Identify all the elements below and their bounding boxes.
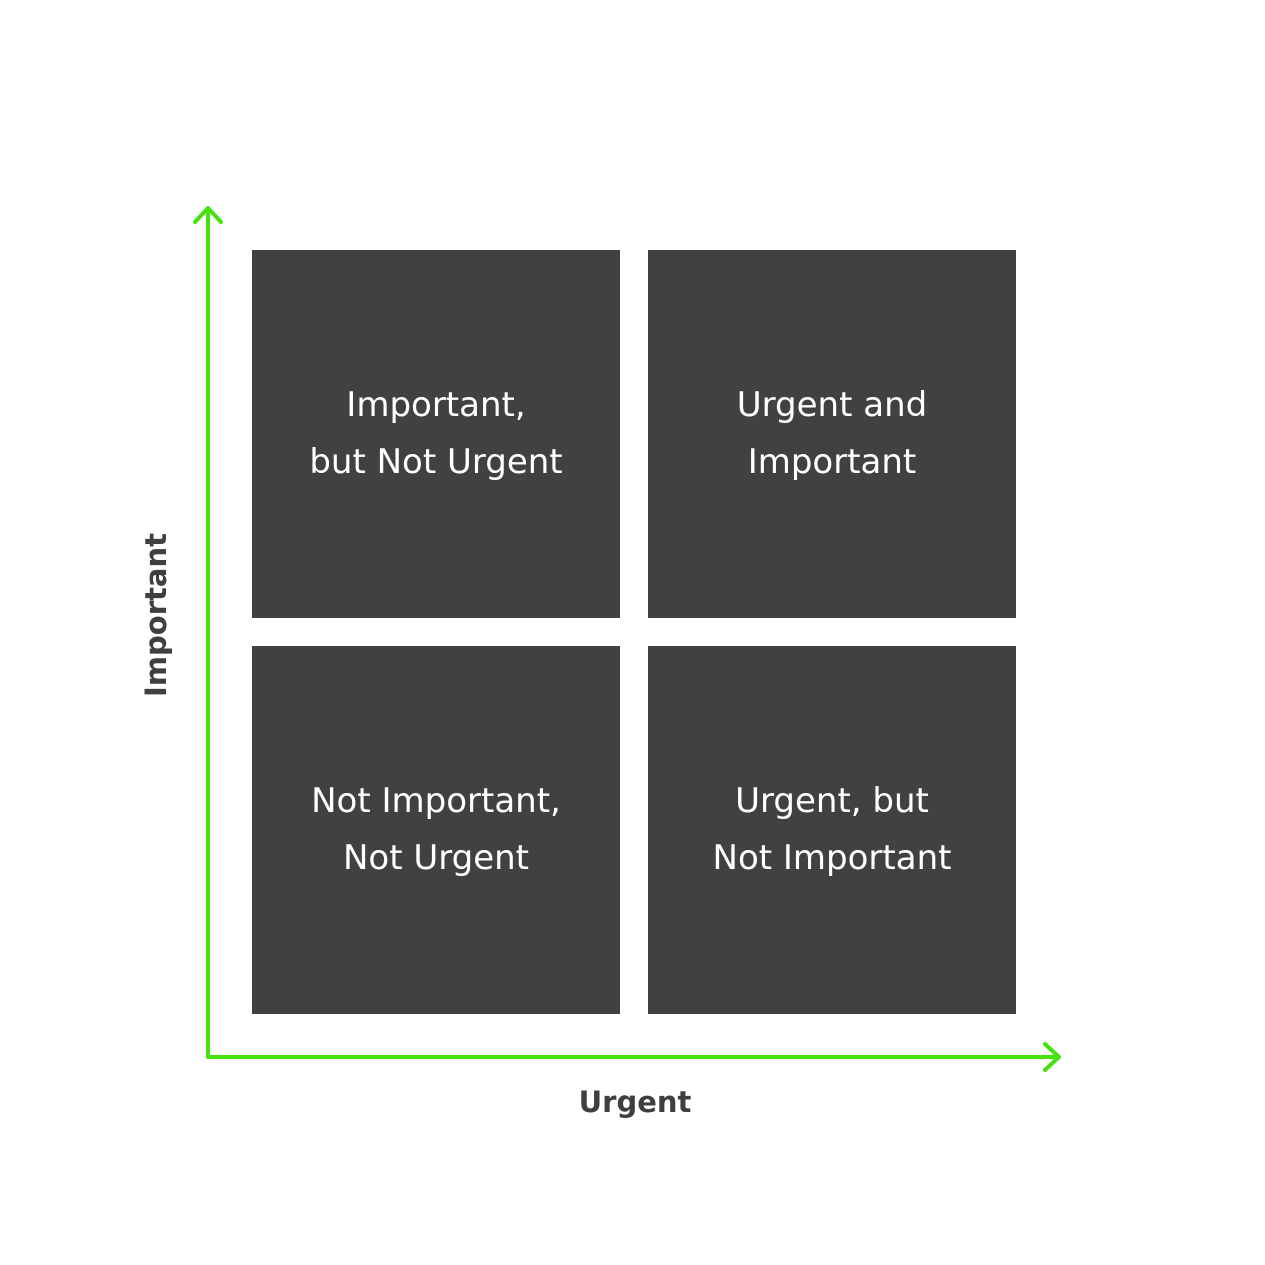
x-axis-arrowhead (1043, 1042, 1061, 1072)
quadrant-urgent-not-important: Urgent, but Not Important (648, 646, 1016, 1014)
quadrant-label: Not Important, Not Urgent (311, 781, 561, 878)
quadrant-important-not-urgent: Important, but Not Urgent (252, 250, 620, 618)
quadrant-not-important-not-urgent: Not Important, Not Urgent (252, 646, 620, 1014)
quadrant-label: Urgent and Important (736, 385, 928, 482)
quadrant-label: Urgent, but Not Important (712, 781, 952, 878)
y-axis-label: Important (139, 533, 173, 697)
quadrant-label: Important, but Not Urgent (309, 385, 563, 482)
x-axis-label: Urgent (578, 1085, 692, 1119)
y-axis-arrowhead (193, 206, 223, 224)
quadrant-urgent-and-important: Urgent and Important (648, 250, 1016, 618)
